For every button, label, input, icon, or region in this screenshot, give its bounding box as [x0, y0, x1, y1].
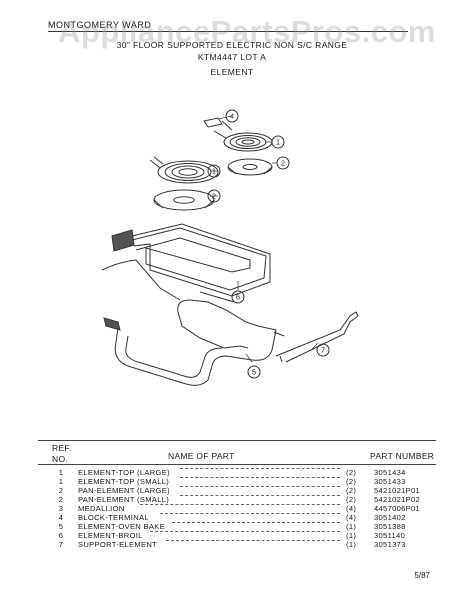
- part-quantity: (4): [346, 513, 357, 522]
- ref-number: 5: [58, 522, 64, 531]
- part-quantity: (1): [346, 531, 357, 540]
- watermark: AppliancePartsPros.com: [58, 14, 436, 49]
- brand-name: MONTGOMERY WARD: [48, 20, 152, 30]
- col-header-ref: REF.: [52, 443, 72, 453]
- part-name: SUPPORT-ELEMENT: [78, 540, 158, 549]
- model-number: KTM4447 LOT A: [197, 52, 267, 62]
- callout-label: 1: [212, 167, 216, 176]
- element-broil: [101, 223, 271, 303]
- element-top-large: [149, 156, 219, 184]
- part-name: ELEMENT-BROIL: [78, 531, 143, 540]
- part-name: MEDALLION: [78, 504, 125, 513]
- table-row: 1 ELEMENT-TOP (SMALL) (2) 3051433: [0, 477, 464, 487]
- support-element: [275, 311, 359, 363]
- callout-label: 2: [212, 192, 216, 201]
- callout-6: [231, 290, 245, 304]
- brand-underline: [48, 31, 408, 32]
- part-number: 3051402: [374, 513, 406, 522]
- callout-2-lower: [207, 189, 221, 203]
- dot-leader: [140, 504, 340, 505]
- col-header-part-number: PART NUMBER: [370, 451, 435, 461]
- element-oven-bake: [103, 299, 285, 386]
- part-number: 3051140: [374, 531, 406, 540]
- callout-label: 1: [276, 138, 280, 147]
- dot-leader: [150, 531, 340, 532]
- table-row: 2 PAN-ELEMENT (LARGE) (2) 5421021P01: [0, 486, 464, 496]
- callout-label: 5: [252, 368, 256, 377]
- ref-number: 1: [58, 468, 64, 477]
- callout-label: 4: [230, 112, 234, 121]
- table-row: 4 BLOCK-TERMINAL (4) 3051402: [0, 513, 464, 523]
- part-quantity: (1): [346, 540, 357, 549]
- ref-number: 7: [58, 540, 64, 549]
- part-name: PAN-ELEMENT (LARGE): [78, 486, 170, 495]
- callout-4: [225, 109, 239, 123]
- dot-leader: [160, 513, 340, 514]
- table-header-rule: [38, 464, 436, 465]
- ref-number: 3: [58, 504, 64, 513]
- part-number: 3051433: [374, 477, 406, 486]
- callout-2-upper: [276, 156, 290, 170]
- page-code: 5/87: [414, 571, 430, 580]
- dot-leader: [172, 522, 340, 523]
- part-name: PAN-ELEMENT (SMALL): [78, 495, 170, 504]
- ref-number: 4: [58, 513, 64, 522]
- leader-lines: [210, 115, 319, 363]
- callout-1-lower: [207, 164, 221, 178]
- callout-7: [316, 343, 330, 357]
- callout-label: 2: [281, 159, 285, 168]
- part-name: ELEMENT-OVEN BAKE: [78, 522, 165, 531]
- part-number: 3051434: [374, 468, 406, 477]
- part-quantity: (2): [346, 495, 357, 504]
- part-quantity: (1): [346, 522, 357, 531]
- callout-5: [247, 365, 261, 379]
- parts-diagram: 4 1 2 1 2 6 7 5: [101, 109, 359, 386]
- table-row: 2 PAN-ELEMENT (SMALL) (2) 5421021P02: [0, 495, 464, 505]
- table-top-rule: [38, 440, 436, 441]
- table-row: 3 MEDALLION (4) 4457006P01: [0, 504, 464, 514]
- pan-element-large: [153, 189, 215, 211]
- part-name: BLOCK-TERMINAL: [78, 513, 149, 522]
- callout-label: 7: [321, 346, 325, 355]
- part-quantity: (4): [346, 504, 357, 513]
- part-number: 5421021P02: [374, 495, 421, 504]
- part-number: 4457006P01: [374, 504, 421, 513]
- part-quantity: (2): [346, 486, 357, 495]
- dot-leader: [180, 495, 340, 496]
- section-title: ELEMENT: [210, 67, 254, 77]
- ref-number: 2: [58, 486, 64, 495]
- ref-number: 1: [58, 477, 64, 486]
- pan-element-small: [227, 158, 273, 176]
- dot-leader: [180, 468, 340, 469]
- ref-number: 6: [58, 531, 64, 540]
- ref-number: 2: [58, 495, 64, 504]
- table-row: 5 ELEMENT-OVEN BAKE (1) 3051388: [0, 522, 464, 532]
- part-number: 5421021P01: [374, 486, 421, 495]
- part-name: ELEMENT-TOP (SMALL): [78, 477, 170, 486]
- dot-leader: [180, 477, 340, 478]
- terminal-block-4: [203, 117, 233, 131]
- element-top-small: [213, 130, 273, 152]
- table-row: 7 SUPPORT-ELEMENT (1) 3051373: [0, 540, 464, 550]
- callout-label: 6: [236, 293, 240, 302]
- part-number: 3051388: [374, 522, 406, 531]
- table-row: 6 ELEMENT-BROIL (1) 3051140: [0, 531, 464, 541]
- callout-1-upper: [271, 135, 285, 149]
- col-header-name: NAME OF PART: [168, 451, 235, 461]
- part-number: 3051373: [374, 540, 406, 549]
- dot-leader: [180, 486, 340, 487]
- diagram-title: 30" FLOOR SUPPORTED ELECTRIC NON S/C RAN…: [116, 40, 348, 50]
- col-header-no: NO.: [52, 454, 69, 464]
- table-row: 1 ELEMENT-TOP (LARGE) (2) 3051434: [0, 468, 464, 478]
- part-name: ELEMENT-TOP (LARGE): [78, 468, 170, 477]
- part-quantity: (2): [346, 477, 357, 486]
- dot-leader: [166, 540, 340, 541]
- part-quantity: (2): [346, 468, 357, 477]
